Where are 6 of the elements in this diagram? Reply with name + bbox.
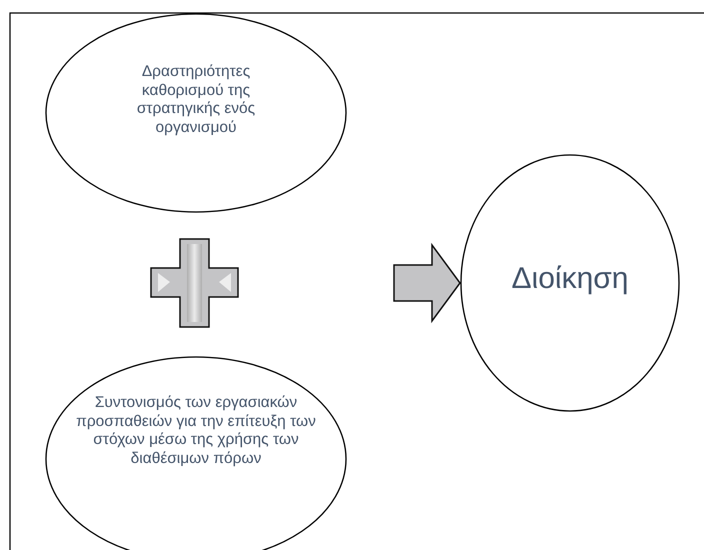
block-arrow (393, 242, 461, 324)
ellipse-node (460, 154, 680, 412)
node-text: Συντονισμός των εργασιακών προσπαθειών για την επίτευξη των στόχων μέσω της χρήσης των διαθέσιμων πόρων (75, 394, 317, 468)
ellipse-node (45, 13, 347, 213)
node-text: Διοίκηση (510, 261, 630, 297)
node-text: Δραστηριότητες καθορισμού της στρατηγικής ενός οργανισμού (136, 63, 256, 138)
